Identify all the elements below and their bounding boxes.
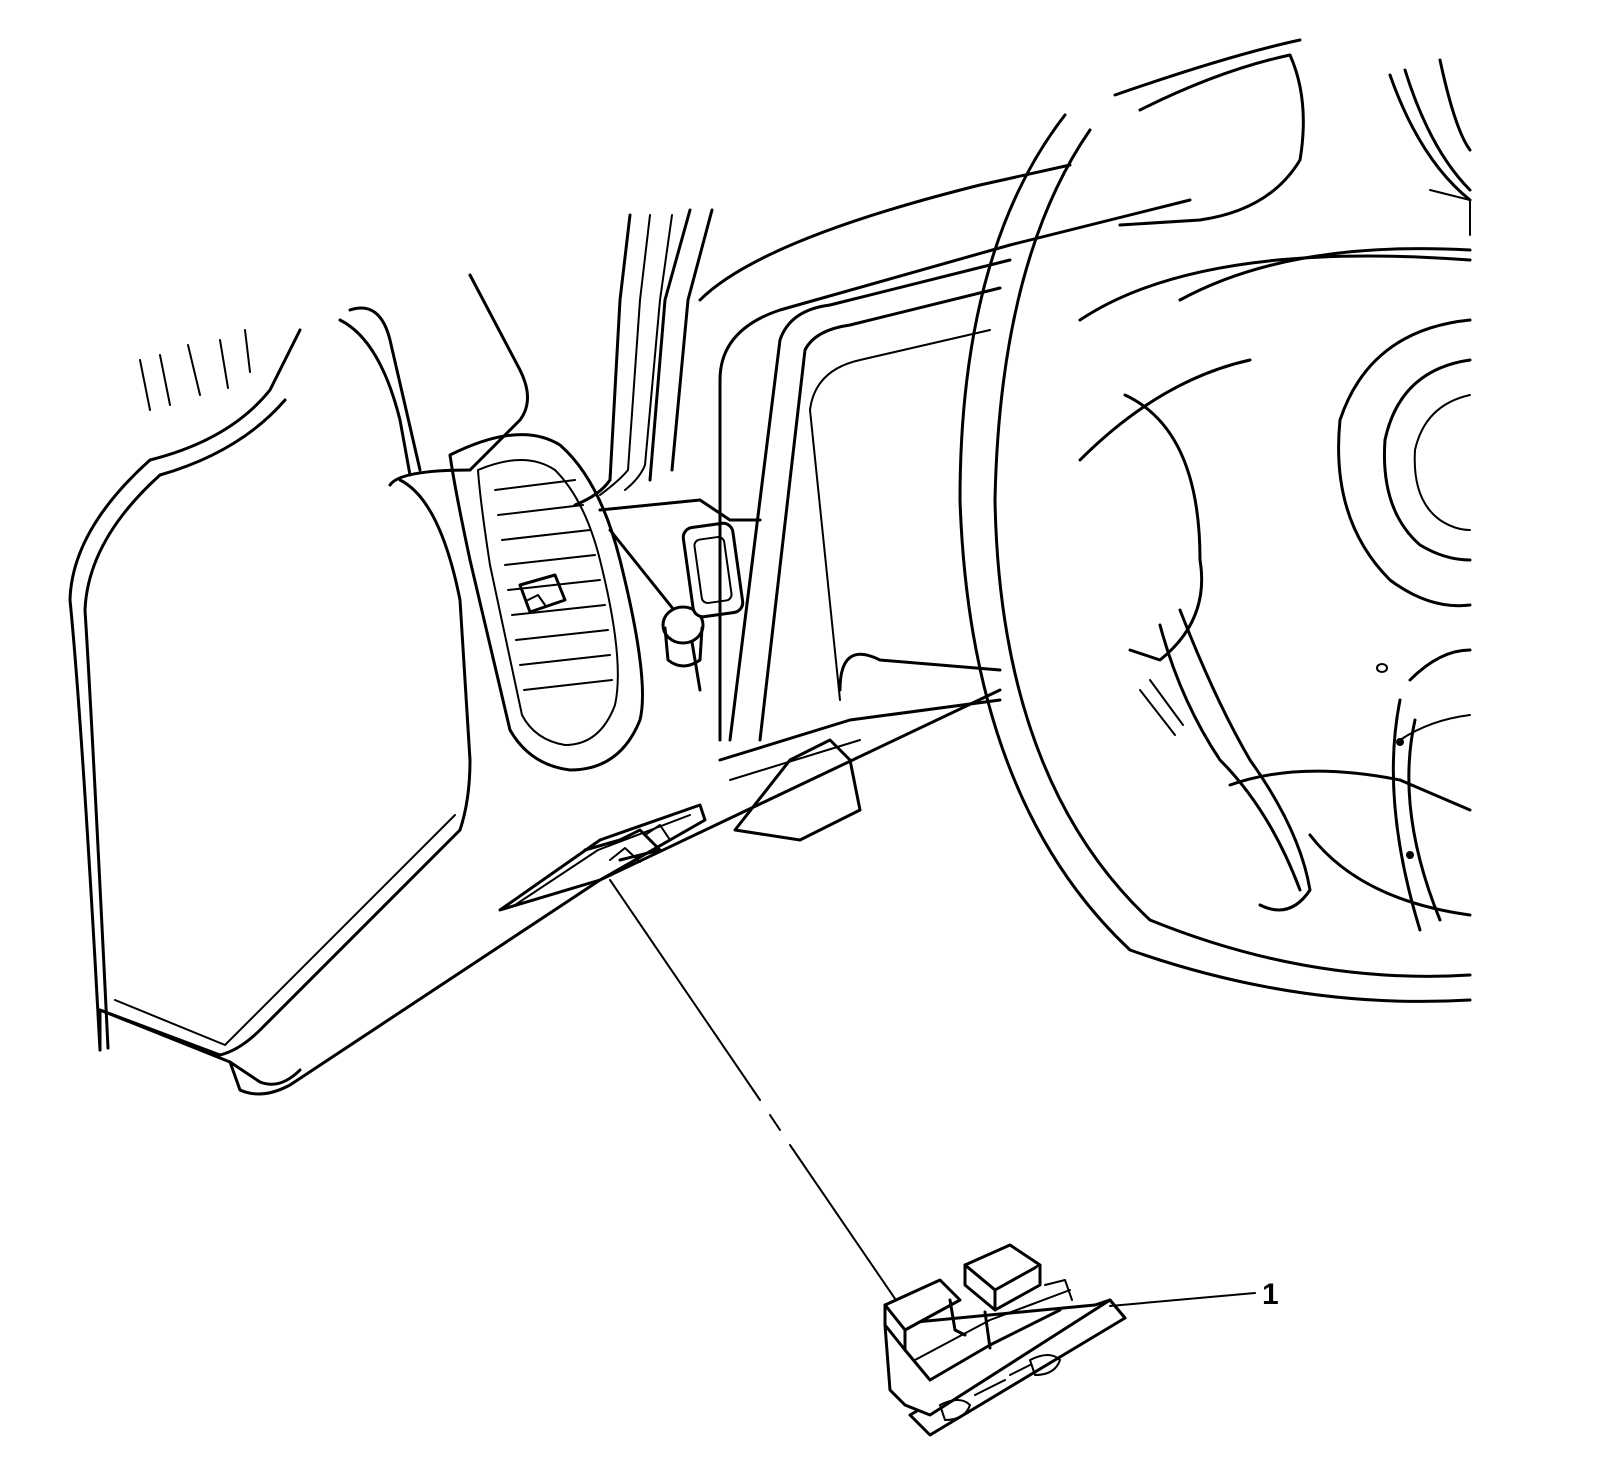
switch-button-icon bbox=[681, 521, 745, 619]
instrument-cluster bbox=[698, 163, 1192, 842]
air-vent-left bbox=[448, 433, 644, 772]
column-pillar bbox=[338, 273, 529, 487]
knob-icon bbox=[661, 605, 705, 645]
steering-wheel bbox=[958, 38, 1472, 1003]
callout-1: 1 bbox=[1109, 1278, 1279, 1311]
switch-mounting-opening bbox=[498, 803, 707, 912]
switch-assembly bbox=[883, 1243, 1127, 1437]
callout-label: 1 bbox=[1262, 1278, 1279, 1311]
steering-wheel-hub bbox=[1178, 247, 1472, 673]
lower-trim-panel bbox=[68, 328, 1002, 1096]
center-panel bbox=[573, 208, 762, 692]
leader-line bbox=[609, 879, 916, 1329]
